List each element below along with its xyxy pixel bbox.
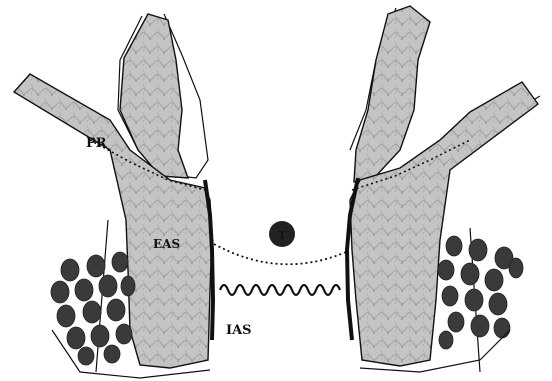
label-center: T	[278, 229, 287, 242]
label-ias: IAS	[226, 323, 252, 338]
label-eas: EAS	[153, 237, 180, 251]
label-pr: PR	[86, 136, 107, 151]
